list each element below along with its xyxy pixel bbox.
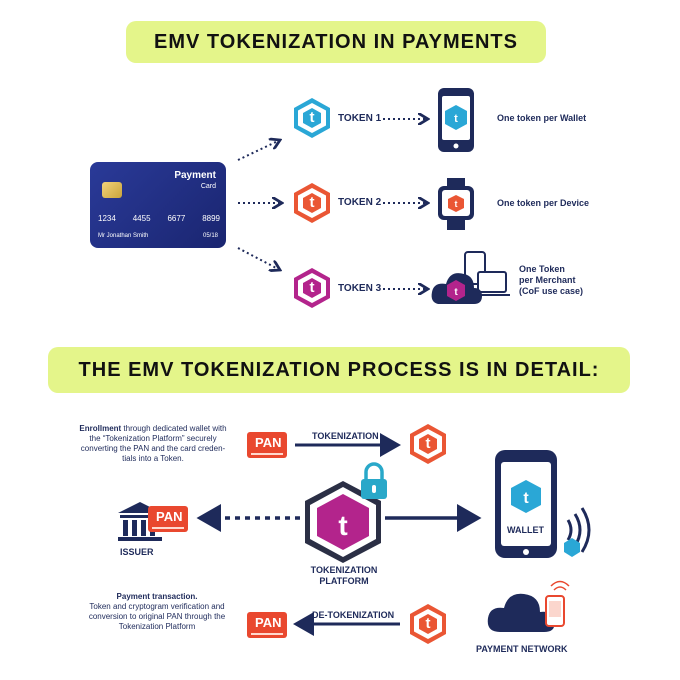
smartphone-icon: t: [438, 88, 474, 152]
detokenization-label: DE-TOKENIZATION: [312, 610, 395, 620]
card-number-group: 4455: [132, 214, 151, 223]
platform-label-line: PLATFORM: [319, 576, 369, 586]
card-chip: [102, 182, 122, 198]
pan-badge-issuer: PAN: [148, 506, 188, 532]
platform-label-line: TOKENIZATION: [310, 565, 378, 575]
token-1-icon: t: [294, 98, 330, 138]
payment-transaction-text: Token and cryptogram verification and co…: [88, 602, 226, 631]
token-1-description: One token per Wallet: [497, 113, 587, 123]
enrollment-title: Enrollment: [79, 424, 122, 433]
wallet-phone-icon: t: [495, 450, 557, 558]
card-expiry: 05/18: [202, 233, 218, 239]
section-title-top: EMV TOKENIZATION IN PAYMENTS: [126, 21, 546, 63]
token-1-label: TOKEN 1: [338, 113, 382, 124]
token-3-desc-line: (CoF use case): [519, 286, 584, 296]
enrollment-description: Enrollment through dedicated wallet with…: [78, 424, 228, 464]
token-3-desc-line: per Merchant: [519, 275, 576, 285]
token-2-icon: t: [294, 183, 330, 223]
svg-text:t: t: [523, 490, 529, 507]
section-title-process: THE EMV TOKENIZATION PROCESS IS IN DETAI…: [48, 347, 630, 393]
payment-card: Payment Card 1234 4455 6677 8899 Mr Jona…: [90, 162, 226, 248]
lock-icon: [361, 462, 387, 499]
token-3-desc-line: One Token: [519, 264, 565, 274]
payment-transaction-description: Payment transaction. Token and cryptogra…: [84, 592, 230, 632]
cloud-devices-icon: t: [431, 251, 510, 304]
issuer-label: ISSUER: [120, 547, 154, 557]
card-label-payment: Payment: [174, 170, 216, 181]
mobile-payment-icon: [545, 580, 570, 627]
pan-badge-tokenization: PAN: [247, 432, 287, 458]
payment-transaction-title: Payment transaction.: [116, 592, 198, 601]
card-title: Payment Card: [174, 170, 216, 192]
card-label-card: Card: [200, 183, 216, 190]
token-hex-detokenization: t: [410, 604, 446, 644]
card-number-group: 8899: [202, 214, 220, 223]
card-to-token-arrows: [237, 140, 282, 270]
svg-text:t: t: [338, 510, 347, 541]
svg-text:t: t: [455, 199, 458, 209]
card-holder: Mr Jonathan Smith: [98, 233, 149, 239]
cloud-icon: [487, 593, 555, 632]
svg-text:t: t: [454, 113, 458, 125]
token-2-label: TOKEN 2: [338, 197, 382, 208]
token-to-device-arrows: [383, 119, 428, 289]
card-number-group: 6677: [167, 214, 186, 223]
svg-text:t: t: [454, 287, 458, 298]
smartwatch-icon: t: [438, 178, 474, 230]
token-3-description: One Token per Merchant (CoF use case): [519, 264, 583, 297]
pan-badge-detokenization: PAN: [247, 612, 287, 638]
tokenization-platform-icon: t: [305, 481, 381, 563]
platform-label: TOKENIZATION PLATFORM: [310, 565, 378, 587]
payment-network-label: PAYMENT NETWORK: [476, 644, 568, 654]
enrollment-text: through dedicated wallet with the “Token…: [80, 424, 227, 463]
tokenization-label: TOKENIZATION: [312, 431, 379, 441]
card-number-group: 1234: [98, 214, 116, 223]
token-3-label: TOKEN 3: [338, 283, 382, 294]
token-2-description: One token per Device: [497, 198, 590, 208]
card-number: 1234 4455 6677 8899: [98, 214, 220, 223]
wallet-label: WALLET: [507, 525, 544, 535]
